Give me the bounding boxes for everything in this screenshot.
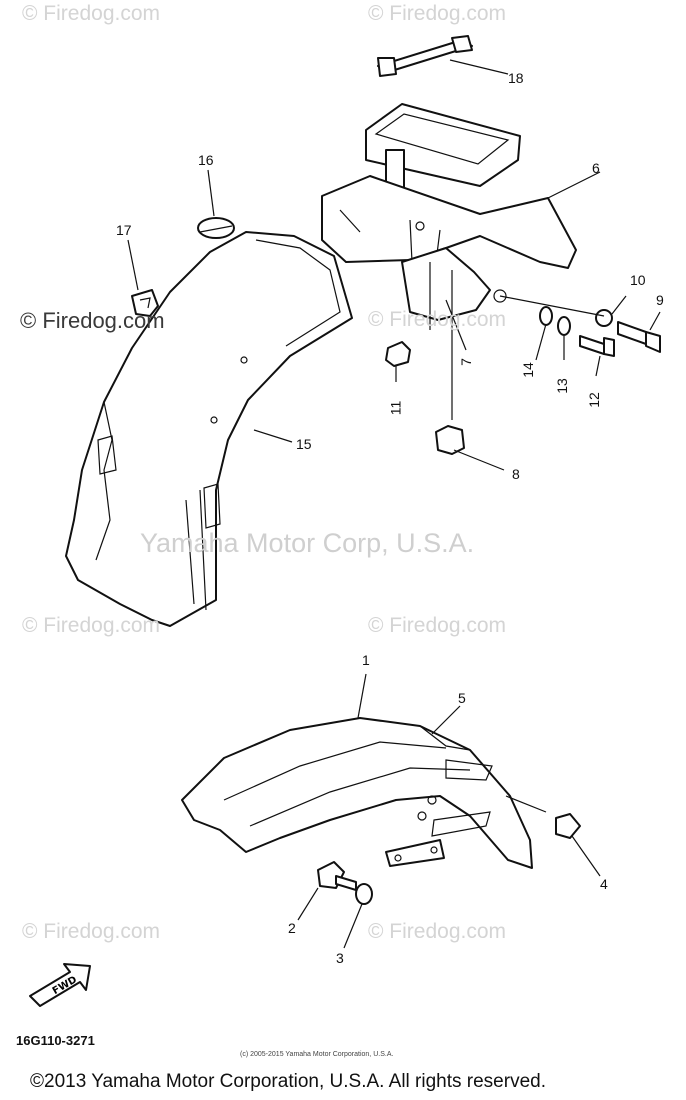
diagram-part-code: 16G110-3271 (16, 1033, 95, 1048)
part-7-line (445, 299, 467, 351)
callout-16: 16 (198, 152, 214, 168)
watermark: © Firedog.com (368, 2, 507, 25)
watermark: © Firedog.com (22, 2, 161, 25)
fwd-arrow-icon: FWD (29, 963, 91, 1007)
watermark: © Firedog.com (368, 308, 507, 331)
part-11-grommet (385, 341, 411, 382)
part-18-strap (377, 35, 509, 77)
callout-6: 6 (592, 160, 600, 176)
callout-4: 4 (600, 876, 608, 892)
footer-copyright: ©2013 Yamaha Motor Corporation, U.S.A. A… (30, 1071, 546, 1092)
watermark: © Firedog.com (22, 920, 161, 943)
callout-13: 13 (553, 378, 570, 394)
callout-10: 10 (630, 272, 646, 288)
callout-11: 11 (387, 400, 404, 416)
part-16-cap (197, 169, 235, 239)
callout-5: 5 (458, 690, 466, 706)
watermark-corp: Yamaha Motor Corp, U.S.A. (140, 528, 475, 558)
watermark: © Firedog.com (368, 920, 507, 943)
callout-7: 7 (457, 358, 474, 366)
part-6-tray (321, 103, 601, 420)
callout-14: 14 (519, 362, 536, 378)
watermark: © Firedog.com (368, 614, 507, 637)
callout-12: 12 (585, 392, 602, 408)
part-8-damper (435, 425, 505, 471)
callout-3: 3 (336, 950, 344, 966)
callout-15: 15 (296, 436, 312, 452)
part-17-clip (127, 239, 159, 317)
fasteners-9-14 (499, 295, 661, 377)
front-fasteners (297, 813, 601, 949)
part-1-front-fender (181, 673, 547, 869)
watermark: © Firedog.com (22, 614, 161, 637)
callout-18: 18 (508, 70, 524, 86)
watermark: © Firedog.com (20, 308, 165, 333)
part-15-rear-fender (65, 231, 353, 627)
callout-1: 1 (362, 652, 370, 668)
callout-17: 17 (116, 222, 132, 238)
callout-8: 8 (512, 466, 520, 482)
callout-9: 9 (656, 292, 664, 308)
callout-2: 2 (288, 920, 296, 936)
small-copyright: (c) 2005-2015 Yamaha Motor Corporation, … (240, 1051, 394, 1058)
